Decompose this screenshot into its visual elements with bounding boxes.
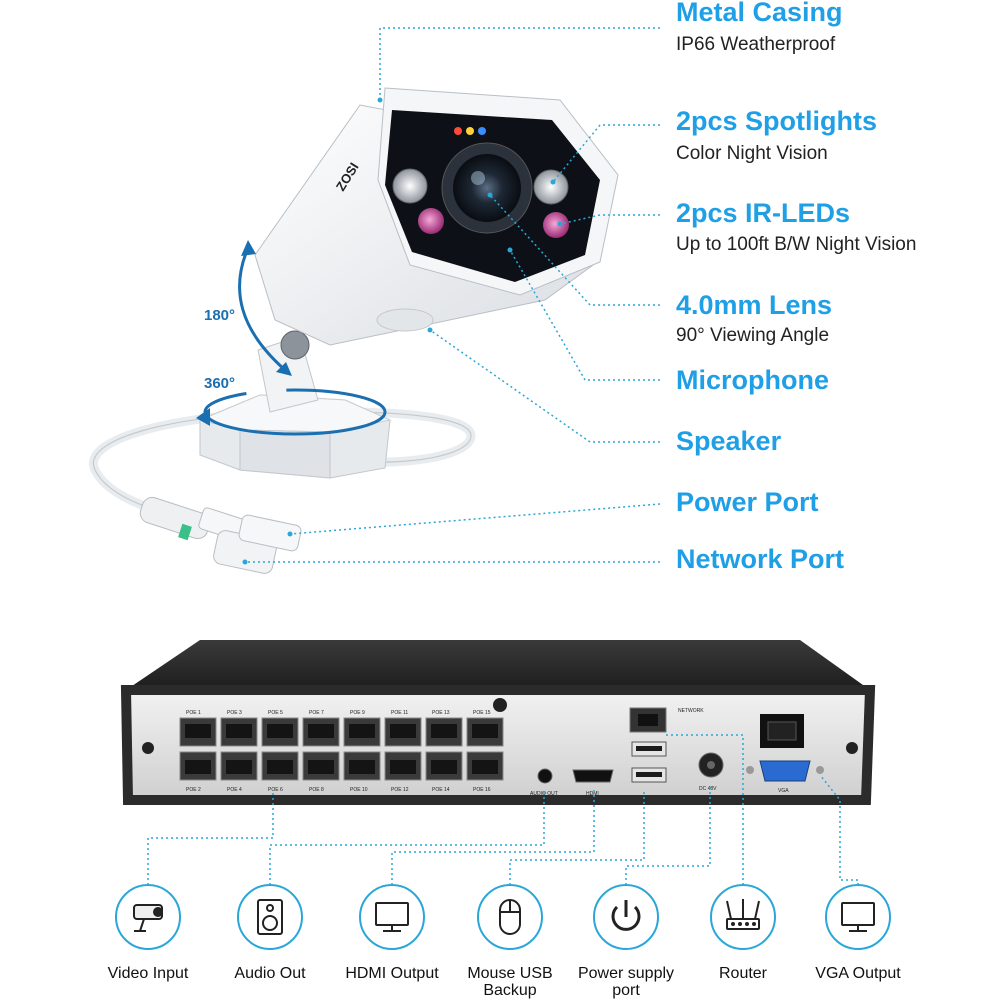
feature-title: 2pcs IR-LEDs [676,198,851,228]
feature-subtitle: IP66 Weatherproof [676,34,836,55]
feature-speaker: Speaker [676,426,782,456]
connection-camera-0: Video Input [108,884,189,982]
poe-port-socket [472,760,498,774]
spotlight-right [533,169,569,205]
hdmi-port [572,769,614,783]
mouse-icon [499,899,521,935]
feature-subtitle: Up to 100ft B/W Night Vision [676,234,917,255]
power-icon [611,900,641,931]
poe-label: POE 6 [268,787,283,793]
poe-label: POE 14 [432,787,450,793]
poe-label: POE 4 [227,787,242,793]
vga-label: VGA [778,788,789,794]
tilt-label: 180° [204,307,235,324]
poe-label: POE 10 [350,787,368,793]
poe-port-socket [349,760,375,774]
connection-monitor-2: HDMI Output [345,884,439,982]
feature-subtitle: 90° Viewing Angle [676,325,830,346]
poe-label: POE 3 [227,710,242,716]
connection-router-5: Router [710,884,776,982]
icon-ring [825,884,891,950]
monitor-icon [375,902,409,932]
connection-label: VGA Output [815,965,901,982]
nvr-illustration: POE 1 POE 2 POE 3 POE 4 POE 5 POE 6 POE 7 POE 8… [120,640,876,805]
poe-label: POE 2 [186,787,201,793]
poe-port-socket [185,724,211,738]
pan-label: 360° [204,375,235,392]
poe-port-socket [226,760,252,774]
connection-speaker-1: Audio Out [234,884,306,982]
poe-label: POE 15 [473,710,491,716]
poe-port-socket [472,724,498,738]
poe-port-socket [349,724,375,738]
poe-label: POE 16 [473,787,491,793]
poe-port-socket [390,724,416,738]
camera-illustration: ZOSI 180° 360° [88,87,619,574]
hdmi-label: HDMI [586,791,599,797]
poe-label: POE 1 [186,710,201,716]
monitor-icon [841,902,875,932]
poe-port-socket [431,760,457,774]
camera-leader-lines [245,27,661,563]
poe-label: POE 11 [391,710,408,716]
spotlight-left [392,168,428,204]
poe-port-socket [267,760,293,774]
poe-port-socket [390,760,416,774]
feature-title: 2pcs Spotlights [676,106,878,136]
pan-arrow: 360° [196,375,387,436]
poe-port-group: POE 1 POE 2 POE 3 POE 4 POE 5 POE 6 POE 7 POE 8… [179,710,504,793]
ir-led-left [418,208,444,234]
speaker-icon [257,899,283,935]
poe-label: POE 9 [350,710,365,716]
feature-title: Metal Casing [676,0,843,27]
connection-label: HDMI Output [345,965,439,982]
audio-out-port [537,768,553,784]
tilt-arrow: 180° [204,240,292,376]
router-icon [726,899,760,930]
poe-label: POE 12 [391,787,409,793]
poe-label: POE 7 [309,710,324,716]
network-connector [213,514,302,574]
feature-title: 4.0mm Lens [676,290,833,320]
poe-label: POE 8 [309,787,324,793]
poe-label: POE 5 [268,710,283,716]
dc-label: DC 48V [699,786,717,792]
poe-port-socket [431,724,457,738]
camera-icon [133,904,163,932]
connection-label: Router [719,965,768,982]
poe-port-socket [185,760,211,774]
camera-body: ZOSI [254,87,619,346]
feature-network-port: Network Port [676,544,845,574]
speaker-grille [376,308,434,332]
connection-icons: Video Input Audio Out HDMI Output Mouse USB… [108,884,901,999]
poe-port-socket [267,724,293,738]
feature-subtitle: Color Night Vision [676,143,828,164]
connection-label: Video Input [108,965,189,982]
camera-base [198,330,392,479]
icon-ring [359,884,425,950]
vga-port [759,760,811,782]
connection-monitor-6: VGA Output [815,884,901,982]
poe-port-socket [308,760,334,774]
network-label: NETWORK [678,708,704,714]
connection-label: Audio Out [234,965,306,982]
poe-label: POE 13 [432,710,450,716]
icon-ring [477,884,543,950]
ir-led-right [543,212,569,238]
feature-microphone: Microphone [676,365,829,395]
camera-leader-dots [242,97,563,565]
feature-power-port: Power Port [676,487,819,517]
poe-port-socket [308,724,334,738]
poe-port-socket [226,724,252,738]
nvr-leader-lines [147,734,859,890]
